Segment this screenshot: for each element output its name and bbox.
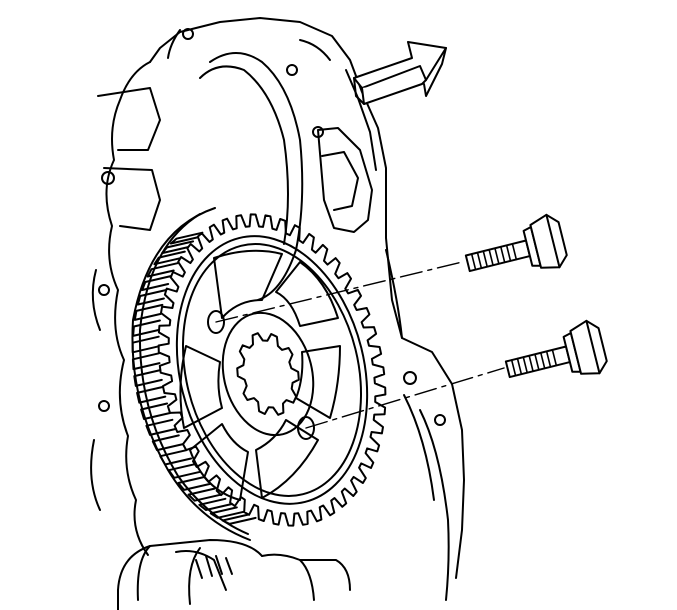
arrow-icon bbox=[353, 41, 447, 105]
gear-tooth-ring bbox=[157, 213, 387, 527]
gear-side-tooth bbox=[132, 319, 161, 337]
gear-side-tooth bbox=[159, 449, 193, 466]
gear-web-edge bbox=[181, 243, 363, 497]
gear-side-tooth bbox=[146, 262, 179, 278]
gear-side-tooth bbox=[169, 231, 204, 245]
gear-inner-rim bbox=[175, 235, 369, 505]
gear-side-tooth bbox=[209, 506, 245, 519]
bolt-centerlines bbox=[215, 261, 505, 429]
gear-side-teeth bbox=[131, 231, 257, 525]
gear-side-tooth bbox=[131, 335, 160, 354]
gear-side-tooth bbox=[221, 513, 257, 525]
bolt-lower bbox=[504, 319, 608, 379]
gear-side-tooth bbox=[133, 369, 163, 387]
engine-housing bbox=[90, 17, 465, 601]
gear-hub bbox=[221, 311, 315, 437]
gear-side-tooth bbox=[136, 385, 167, 404]
gear-side-tooth bbox=[141, 275, 173, 291]
gear-side-tooth bbox=[198, 497, 233, 511]
bolt-thread bbox=[470, 243, 518, 271]
gear-side-tooth bbox=[131, 352, 161, 371]
gear-side-tooth bbox=[133, 303, 164, 321]
gear-side-tooth bbox=[136, 289, 168, 306]
gear-side-tooth bbox=[151, 434, 184, 452]
gear-bolt-holes bbox=[207, 310, 315, 440]
gear-spokes bbox=[179, 249, 341, 501]
gear-side-tooth bbox=[161, 240, 195, 255]
gear-side-tooth bbox=[187, 487, 222, 502]
hub-spline bbox=[236, 332, 300, 416]
bolt-thread bbox=[510, 349, 558, 377]
lower-shaft-assembly bbox=[117, 539, 351, 610]
gear-side-tooth bbox=[145, 418, 177, 436]
bolt-upper bbox=[464, 213, 568, 273]
gear-side-tooth bbox=[140, 402, 171, 420]
gear-side-tooth bbox=[153, 250, 186, 266]
gear-side-tooth bbox=[177, 476, 212, 491]
camshaft-gear bbox=[131, 207, 387, 541]
gear-side-tooth bbox=[167, 463, 202, 479]
